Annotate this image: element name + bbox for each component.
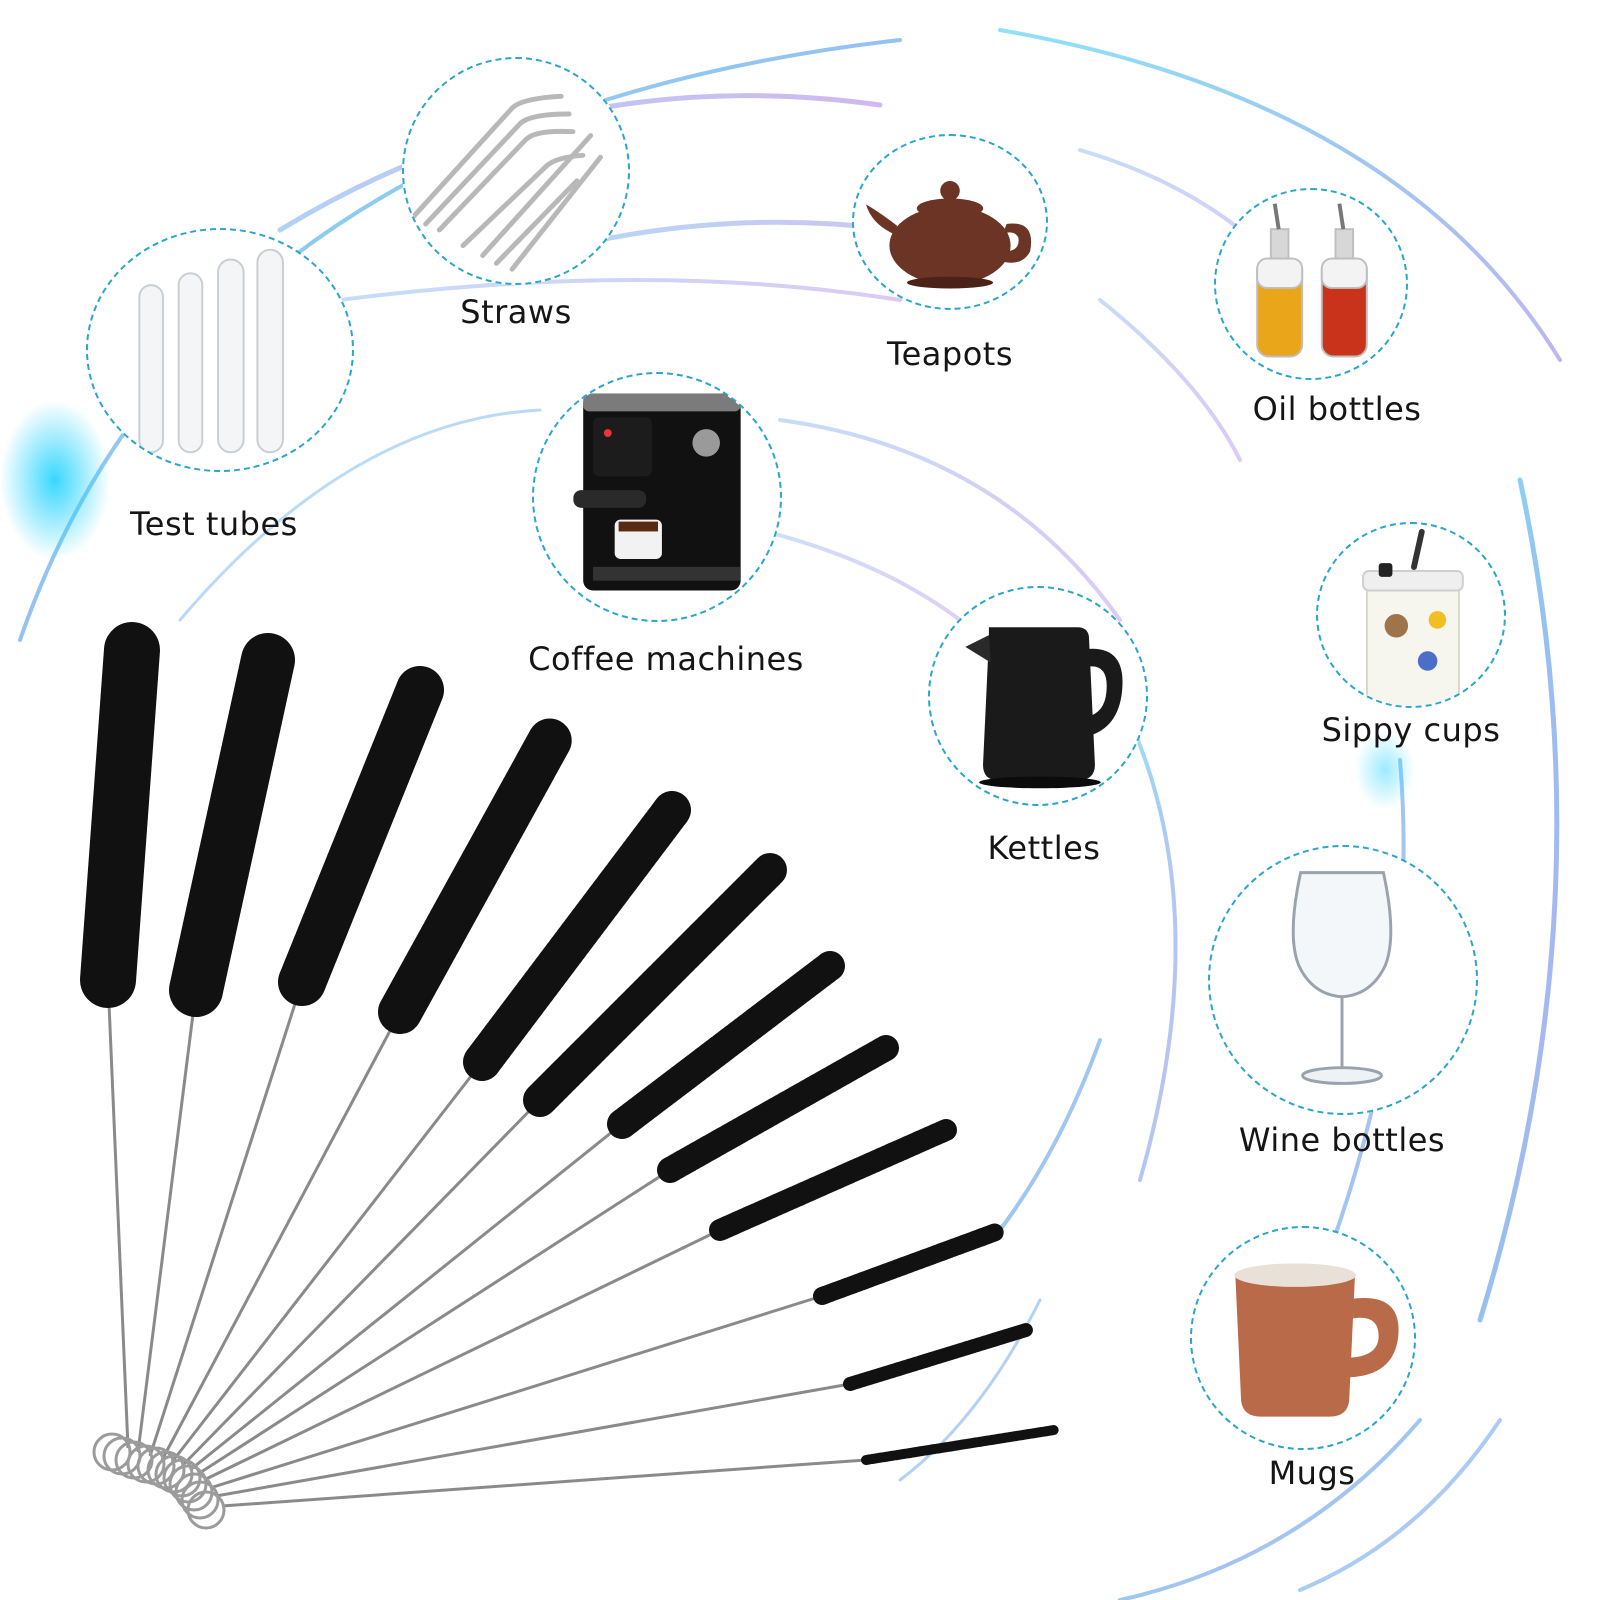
sippy-cups-label: Sippy cups <box>1321 711 1501 749</box>
oil-bottles-icon <box>1214 188 1408 380</box>
coffee-machines-label: Coffee machines <box>528 640 804 678</box>
wine-bottles-label: Wine bottles <box>1238 1121 1446 1159</box>
test-tubes-label: Test tubes <box>130 505 298 543</box>
coffee-machine-icon <box>532 372 782 622</box>
wine-glass-icon <box>1208 845 1478 1115</box>
teapot-icon <box>852 134 1048 310</box>
test-tubes-icon <box>86 228 354 472</box>
kettle-icon <box>928 586 1148 806</box>
kettles-label: Kettles <box>987 829 1101 867</box>
mugs-label: Mugs <box>1268 1454 1356 1492</box>
teapots-label: Teapots <box>886 335 1014 373</box>
straws-icon <box>402 57 630 285</box>
sippy-cup-icon <box>1316 522 1506 708</box>
mug-icon <box>1190 1226 1416 1450</box>
oil-bottles-label: Oil bottles <box>1252 390 1422 428</box>
straws-label: Straws <box>460 293 572 331</box>
